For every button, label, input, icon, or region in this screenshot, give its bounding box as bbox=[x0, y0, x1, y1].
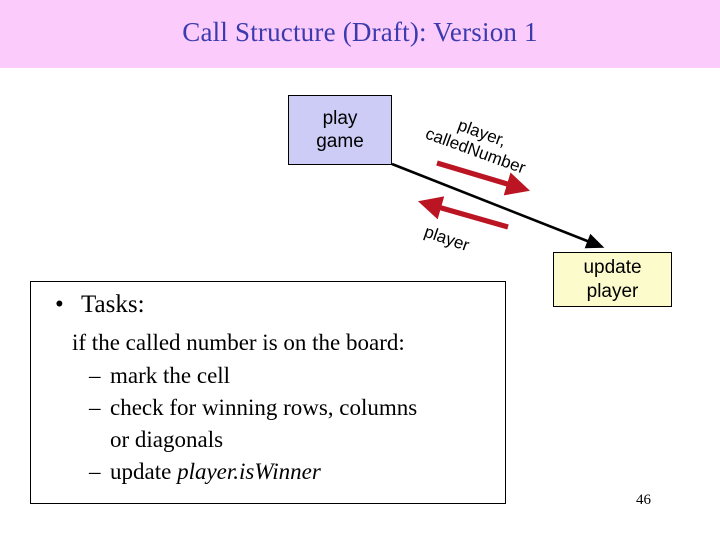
node-update-player[interactable]: update player bbox=[553, 252, 672, 307]
node-play-game-line2: game bbox=[316, 131, 364, 152]
return-message-arrow bbox=[418, 196, 509, 230]
tasks-heading: • Tasks: bbox=[55, 291, 145, 319]
task-line: if the called number is on the board: bbox=[72, 330, 405, 356]
tasks-panel: • Tasks: if the called number is on the b… bbox=[30, 281, 506, 504]
call-message-label: player, calledNumber bbox=[423, 106, 535, 178]
task-line: –check for winning rows, columns bbox=[89, 395, 417, 421]
task-text-italic: player.isWinner bbox=[177, 459, 321, 484]
task-line: –update player.isWinner bbox=[89, 459, 321, 485]
task-text: check for winning rows, columns bbox=[110, 395, 418, 420]
node-play-game[interactable]: play game bbox=[288, 95, 392, 165]
page-title: Call Structure (Draft): Version 1 bbox=[182, 17, 538, 47]
return-message-label: player bbox=[421, 222, 472, 256]
task-text: if the called number is on the board: bbox=[72, 330, 405, 355]
dash-icon: – bbox=[89, 395, 101, 420]
tasks-heading-label: Tasks: bbox=[81, 291, 145, 318]
node-update-player-line1: update bbox=[583, 257, 642, 279]
task-line: –mark the cell bbox=[89, 363, 230, 389]
bullet-icon: • bbox=[55, 291, 64, 318]
node-update-player-line2: player bbox=[586, 280, 639, 302]
page-number: 46 bbox=[636, 492, 651, 508]
task-text: update bbox=[110, 459, 178, 484]
dash-icon: – bbox=[89, 363, 101, 388]
node-play-game-line1: play bbox=[322, 107, 358, 129]
task-text: or diagonals bbox=[110, 427, 224, 452]
task-text: mark the cell bbox=[110, 363, 231, 388]
dash-icon: – bbox=[89, 459, 101, 484]
title-band bbox=[0, 0, 720, 68]
task-line: or diagonals bbox=[110, 427, 223, 453]
